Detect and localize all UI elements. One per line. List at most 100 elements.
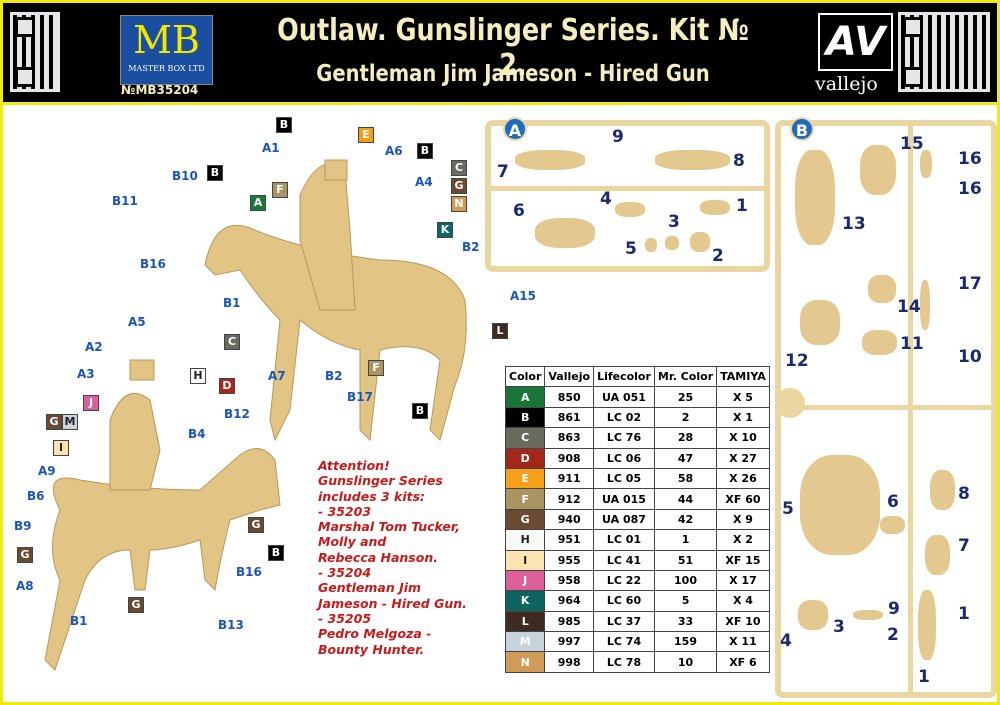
color-callout: K [437, 222, 453, 238]
color-callout: B [268, 545, 284, 561]
sprue-b-label: B [790, 117, 814, 141]
sprue-part-shape [665, 236, 679, 250]
part-callout: B9 [14, 519, 32, 533]
sprue-part-shape [700, 200, 730, 215]
table-cell: 998 [544, 651, 595, 673]
table-cell: 958 [544, 569, 595, 592]
sprue-a-divider [485, 186, 770, 191]
table-cell: 28 [653, 427, 718, 449]
sprue-part-shape [930, 470, 955, 510]
table-cell: X 5 [716, 386, 770, 408]
sprue-part-shape [860, 145, 896, 195]
table-cell: LC 60 [593, 590, 655, 612]
color-callout: G [128, 597, 144, 613]
table-cell: 10 [653, 651, 718, 673]
color-swatch: G [504, 508, 546, 531]
part-number: 2 [712, 246, 724, 266]
table-cell: X 9 [716, 508, 770, 531]
color-callout: B [412, 403, 428, 419]
page-subtitle: Gentleman Jim Jameson - Hired Gun [316, 61, 710, 87]
table-cell: UA 015 [593, 488, 655, 510]
color-swatch: K [504, 590, 546, 612]
table-cell: 44 [653, 488, 718, 510]
color-callout: L [492, 323, 508, 339]
table-cell: 997 [544, 631, 595, 653]
part-number: 13 [842, 214, 866, 234]
table-cell: XF 60 [716, 488, 770, 510]
mounted-figure-1 [204, 159, 467, 442]
part-callout: B11 [112, 194, 138, 208]
part-number: 3 [668, 212, 680, 232]
part-number: 3 [833, 617, 845, 637]
table-cell: X 11 [716, 631, 770, 653]
table-cell: XF 6 [716, 651, 770, 673]
part-callout: A5 [128, 315, 146, 329]
table-cell: 863 [544, 427, 595, 449]
table-cell: 51 [653, 549, 718, 571]
table-cell: 42 [653, 508, 718, 531]
color-callout: G [46, 414, 62, 430]
part-callout: A2 [85, 340, 103, 354]
kit-number: №MB35204 [121, 83, 199, 97]
color-swatch: I [504, 549, 546, 571]
table-cell: X 4 [716, 590, 770, 612]
column-header: Color [504, 365, 546, 388]
table-cell: 940 [544, 508, 595, 531]
attention-line: Jameson - Hired Gun. [318, 595, 467, 611]
color-callout: B [276, 117, 292, 133]
table-cell: LC 41 [593, 549, 655, 571]
part-number: 1 [958, 604, 970, 624]
table-cell: LC 06 [593, 447, 655, 469]
sprue-part-shape [925, 535, 950, 575]
part-number: 5 [625, 239, 637, 259]
color-swatch: M [504, 631, 546, 653]
sprue-part-shape [862, 330, 897, 355]
color-swatch: H [504, 529, 546, 551]
table-cell: X 27 [716, 447, 770, 469]
part-callout: A9 [38, 464, 56, 478]
column-header: TAMIYA [716, 365, 770, 388]
color-swatch: F [504, 488, 546, 510]
color-callout: F [368, 360, 384, 376]
table-cell: UA 051 [593, 386, 655, 408]
attention-line: includes 3 kits: [318, 488, 426, 504]
table-cell: 47 [653, 447, 718, 469]
table-cell: 100 [653, 569, 718, 592]
color-callout: B [417, 143, 433, 159]
part-number: 9 [612, 127, 624, 147]
color-callout: A [250, 195, 266, 211]
table-cell: 951 [544, 529, 595, 551]
part-number: 10 [958, 347, 982, 367]
part-number: 8 [958, 484, 970, 504]
table-cell: 912 [544, 488, 595, 510]
sprue-part-shape [918, 590, 936, 660]
sprue-part-shape [690, 232, 710, 252]
sprue-part-shape [655, 150, 730, 170]
color-callout: J [83, 395, 99, 411]
part-number: 8 [733, 151, 745, 171]
part-callout: B16 [140, 257, 166, 271]
page-title: Outlaw. Gunslinger Series. Kit № 2. [277, 13, 749, 83]
part-callout: A1 [262, 141, 280, 155]
sprue-b-divider [775, 405, 997, 410]
attention-line: - 35205 [318, 610, 372, 626]
part-number: 16 [958, 179, 982, 199]
color-callout: G [451, 178, 467, 194]
part-callout: B6 [27, 489, 45, 503]
column-header: Mr. Color [653, 365, 718, 388]
table-cell: X 2 [716, 529, 770, 551]
table-cell: X 10 [716, 427, 770, 449]
table-cell: 2 [653, 406, 718, 429]
table-cell: LC 05 [593, 467, 655, 490]
color-callout: C [451, 160, 467, 176]
part-callout: A8 [16, 579, 34, 593]
